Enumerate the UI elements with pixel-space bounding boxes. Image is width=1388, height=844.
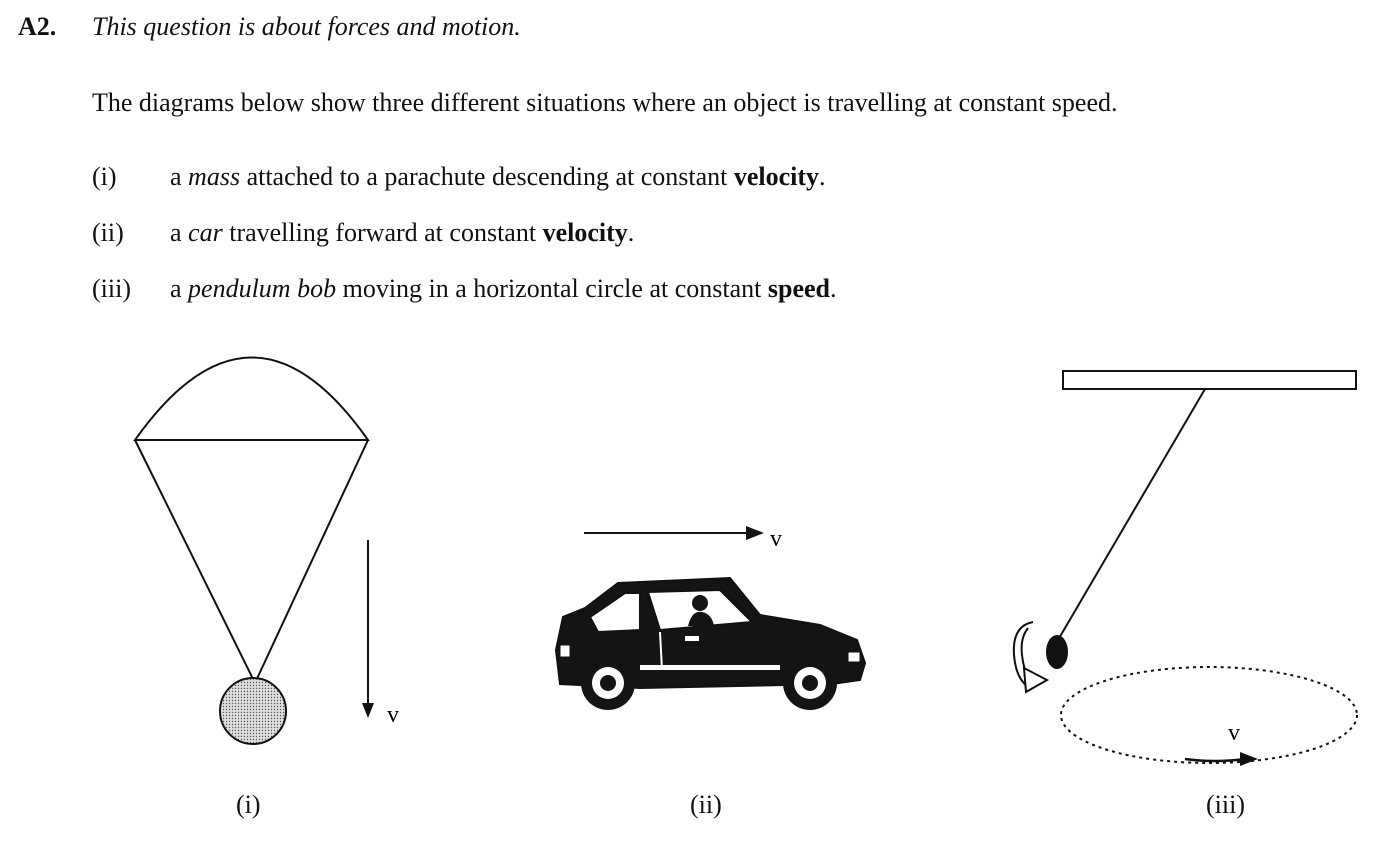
car-diagram: v xyxy=(554,526,867,710)
ceiling-support xyxy=(1062,370,1357,390)
item-emphasis: velocity xyxy=(733,162,820,191)
car-rear-window xyxy=(588,592,641,634)
circular-path xyxy=(1060,666,1358,764)
headlight xyxy=(847,651,861,663)
caption-parachute: (i) xyxy=(236,790,261,819)
pendulum-diagram: v xyxy=(1012,370,1358,766)
item-text: moving in a horizontal circle at constan… xyxy=(336,274,768,303)
item-object: pendulum bob xyxy=(188,274,337,303)
door-line xyxy=(659,631,663,671)
door-handle xyxy=(685,636,699,641)
driver-head xyxy=(692,595,708,611)
front-wheel-hub xyxy=(802,675,818,691)
item-label: (iii) xyxy=(92,274,131,303)
question-heading: This question is about forces and motion… xyxy=(92,12,521,41)
parachute-diagram: v xyxy=(133,356,399,745)
item-object: mass xyxy=(188,162,241,191)
question-number: A2. xyxy=(18,12,57,41)
velocity-label: v xyxy=(770,526,782,552)
rotation-arrow-head xyxy=(1022,666,1050,694)
rear-wheel-hub xyxy=(600,675,616,691)
side-stripe xyxy=(640,665,780,670)
velocity-arrow-head xyxy=(362,703,374,718)
item-text: . xyxy=(829,274,837,303)
mass-ball xyxy=(219,677,287,745)
car-icon xyxy=(554,576,867,710)
parachute-canopy xyxy=(133,356,370,441)
velocity-label: v xyxy=(387,702,399,728)
item-text: travelling forward at constant xyxy=(222,218,543,247)
item-text: attached to a parachute descending at co… xyxy=(240,162,734,191)
list-item: (i) a mass attached to a parachute descen… xyxy=(92,162,826,192)
item-label: (ii) xyxy=(92,218,124,247)
item-text: . xyxy=(627,218,635,247)
item-emphasis: speed xyxy=(767,274,830,303)
tail-light xyxy=(559,644,571,658)
item-text: a xyxy=(170,162,189,191)
caption-car: (ii) xyxy=(690,790,722,819)
rotation-arrow xyxy=(1012,621,1034,689)
list-item: (iii) a pendulum bob moving in a horizont… xyxy=(92,274,836,304)
item-label: (i) xyxy=(92,162,117,191)
path-velocity-arrow xyxy=(1184,757,1246,763)
pendulum-bob xyxy=(1046,635,1068,669)
list-item: (ii) a car travelling forward at constant… xyxy=(92,218,634,248)
parachute-cord-right xyxy=(254,439,369,684)
item-text: a xyxy=(170,218,189,247)
item-text: . xyxy=(819,162,826,191)
item-object: car xyxy=(188,218,223,247)
pendulum-string xyxy=(1057,388,1206,641)
item-emphasis: velocity xyxy=(542,218,628,247)
caption-pendulum: (iii) xyxy=(1206,790,1245,819)
parachute-cord-left xyxy=(134,439,256,684)
item-text: a xyxy=(170,274,189,303)
path-velocity-arrow-head xyxy=(1240,752,1258,766)
velocity-arrow-head xyxy=(746,526,764,540)
driver-body xyxy=(688,611,714,626)
question-intro: The diagrams below show three different … xyxy=(92,88,1118,117)
velocity-label: v xyxy=(1228,720,1240,746)
